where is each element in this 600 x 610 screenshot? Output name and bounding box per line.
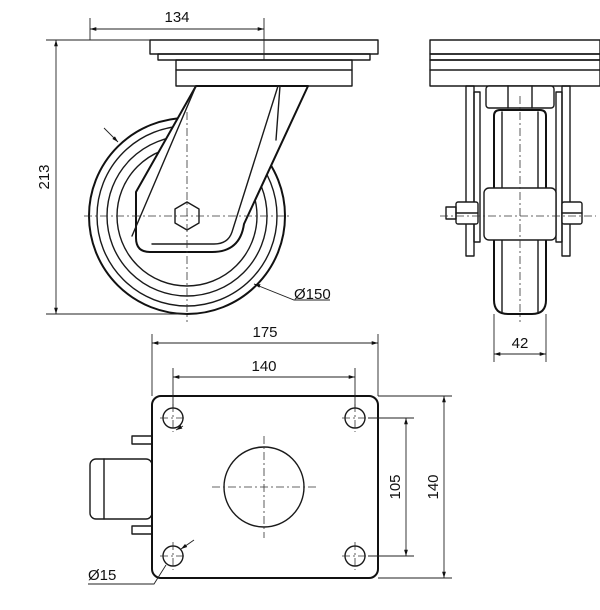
side-view: 134 213 Ø150 (36, 9, 379, 322)
top-view: 175 140 105 140 Ø15 (88, 324, 452, 585)
dim-hole-spacing-x: 140 (251, 358, 276, 375)
dim-mount-width: 134 (164, 9, 189, 26)
dim-wheel-width: 42 (512, 335, 529, 352)
dim-plate-height: 140 (425, 474, 442, 499)
dim-hole-spacing-y: 105 (387, 474, 404, 499)
front-view: 42 (429, 39, 600, 362)
dim-total-height: 213 (36, 164, 53, 189)
dim-hole-diameter: Ø15 (88, 567, 116, 584)
dim-wheel-diameter: Ø150 (294, 286, 331, 303)
dim-plate-width: 175 (252, 324, 277, 341)
